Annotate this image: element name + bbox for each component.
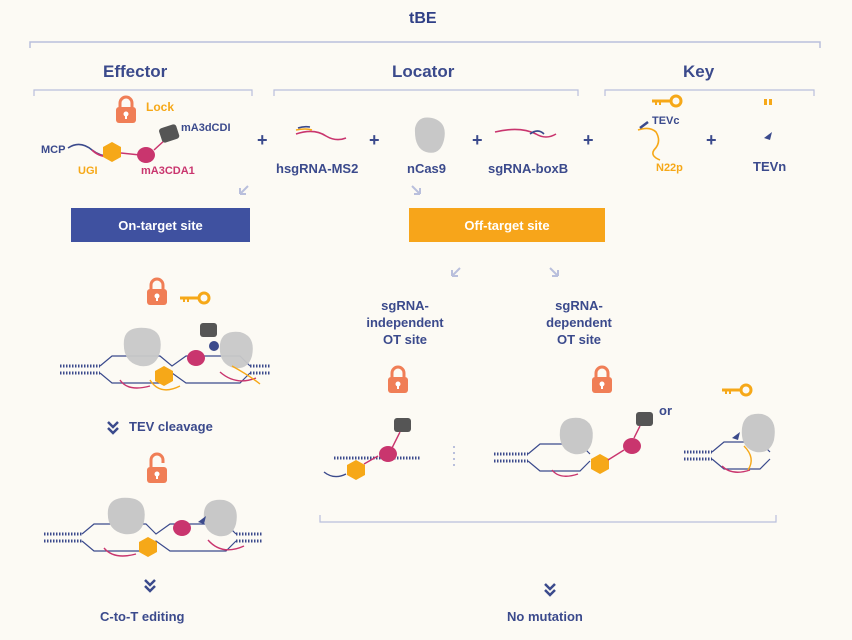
plus-sign: +: [369, 130, 380, 150]
sgrna-independent-line: independent: [366, 315, 444, 330]
sgrna-dependent-line: dependent: [546, 315, 612, 330]
sgrna-dependent-line: OT site: [556, 332, 602, 347]
sgrna-dependent-line: sgRNA-: [555, 298, 603, 313]
on-target-site-box: On-target site: [71, 208, 250, 242]
sgrna-independent-line: OT site: [382, 332, 428, 347]
n22p-label: N22p: [656, 162, 683, 174]
key-icon: [178, 291, 211, 305]
tbe-bracket: [29, 41, 821, 48]
chevron-down-icon: [106, 420, 120, 435]
off-target-site-box: Off-target site: [409, 208, 605, 242]
no-mutation-label: No mutation: [507, 609, 583, 624]
ncas9-label: nCas9: [407, 161, 447, 176]
ugi-hexagon: [103, 142, 121, 162]
plus-sign: +: [583, 130, 594, 150]
ma3dcdi-label: mA3dCDI: [181, 122, 231, 134]
plus-sign: +: [257, 130, 268, 150]
sgrna-independent-label: sgRNA- independent OT site: [350, 297, 460, 348]
section-effector: Effector: [103, 62, 168, 81]
or-label: or: [659, 403, 672, 418]
ma3cda1-label: mA3CDA1: [141, 165, 195, 177]
section-locator: Locator: [392, 62, 455, 81]
chevron-down-icon: [143, 578, 157, 593]
sgrna-boxb-label: sgRNA-boxB: [488, 161, 569, 176]
no-mutation-bracket: [319, 515, 777, 523]
main-title: tBE: [409, 10, 437, 27]
plus-sign: +: [706, 130, 717, 150]
lock-icon: [145, 277, 169, 307]
c-to-t-editing-label: C-to-T editing: [100, 609, 185, 624]
lock-open-icon: [145, 452, 169, 485]
locator-bracket: [273, 89, 579, 96]
sgrna-dependent-label: sgRNA- dependent OT site: [524, 297, 634, 348]
ugi-label: UGI: [78, 165, 98, 177]
lock-icon: [386, 365, 410, 395]
tevn-label: TEVn: [753, 159, 787, 174]
mcp-label: MCP: [41, 144, 66, 156]
ma3cda1-domain: [137, 147, 155, 163]
lock-icon: [590, 365, 614, 395]
lock-label: Lock: [146, 100, 175, 114]
section-key: Key: [683, 62, 715, 81]
chevron-down-icon: [543, 582, 557, 597]
sgrna-independent-line: sgRNA-: [381, 298, 429, 313]
tevc-label: TEVc: [652, 115, 680, 127]
ncas9-shape: [414, 117, 445, 153]
lock-icon: [114, 95, 138, 125]
key-icon: [720, 383, 753, 397]
effector-bracket: [33, 89, 253, 96]
tev-cleavage-label: TEV cleavage: [129, 419, 213, 434]
ma3dcdi-domain: [159, 124, 180, 143]
hsgrna-label: hsgRNA-MS2: [276, 161, 359, 176]
plus-sign: +: [472, 130, 483, 150]
key-bracket: [604, 89, 815, 96]
key-icon: [650, 94, 683, 108]
dna-on-target-1: [60, 364, 270, 375]
